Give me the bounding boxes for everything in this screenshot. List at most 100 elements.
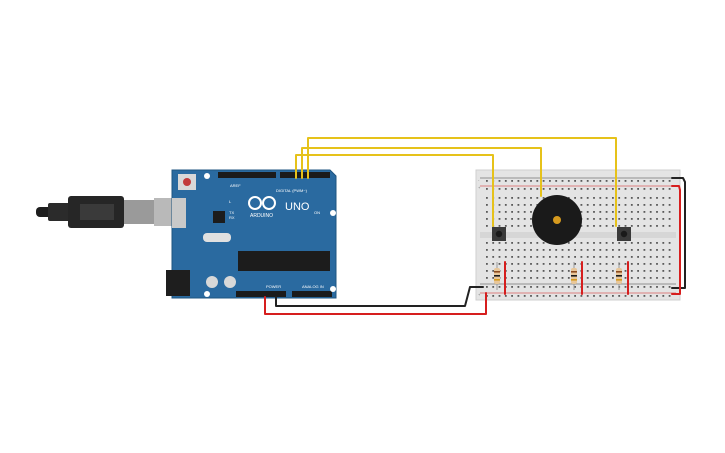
breadboard-hole	[542, 270, 545, 272]
wire-pin11-button[interactable]	[307, 137, 617, 227]
breadboard[interactable]: - + - +	[475, 169, 681, 301]
breadboard-hole	[555, 270, 558, 272]
breadboard-hole	[612, 256, 614, 258]
breadboard-hole	[530, 263, 532, 265]
breadboard-hole	[624, 256, 627, 258]
breadboard-hole	[517, 256, 520, 258]
breadboard-hole	[549, 277, 551, 279]
breadboard-hole	[542, 295, 545, 297]
breadboard-hole	[530, 225, 532, 227]
breadboard-hole	[662, 204, 665, 206]
wire-pin13-button[interactable]	[295, 154, 494, 227]
breadboard-hole	[599, 225, 602, 227]
resistor-3[interactable]	[616, 262, 622, 290]
center-channel	[480, 232, 676, 238]
usb-cable[interactable]	[36, 196, 174, 228]
breadboard-hole	[549, 256, 551, 258]
breadboard-hole	[536, 263, 539, 265]
breadboard-hole	[649, 256, 652, 258]
breadboard-hole	[523, 277, 526, 279]
breadboard-hole	[643, 225, 646, 227]
breadboard-hole	[523, 286, 526, 288]
breadboard-hole	[593, 270, 595, 272]
pushbutton-right[interactable]	[617, 227, 631, 241]
piezo-buzzer[interactable]	[532, 195, 582, 245]
resistor-1[interactable]	[494, 262, 500, 290]
breadboard-hole	[574, 249, 576, 251]
breadboard-hole	[649, 218, 652, 220]
breadboard-hole	[630, 211, 633, 213]
breadboard-hole	[498, 249, 501, 251]
breadboard-hole	[504, 295, 507, 297]
breadboard-hole	[586, 180, 589, 182]
breadboard-hole	[643, 188, 646, 190]
breadboard-hole	[612, 204, 614, 206]
breadboard-hole	[649, 197, 652, 199]
breadboard-hole	[624, 188, 627, 190]
breadboard-hole	[492, 277, 495, 279]
breadboard-hole	[586, 188, 589, 190]
arduino-uno-board[interactable]: ARDUINO UNO DIGITAL (PWM~) POWER ANALOG …	[166, 169, 337, 299]
breadboard-hole	[637, 295, 639, 297]
breadboard-hole	[586, 256, 589, 258]
resistor-2[interactable]	[571, 262, 577, 290]
breadboard-hole	[517, 277, 520, 279]
breadboard-hole	[605, 277, 608, 279]
breadboard-hole	[523, 180, 526, 182]
breadboard-hole	[580, 204, 583, 206]
breadboard-hole	[668, 218, 671, 220]
atmega-chip	[238, 251, 330, 271]
breadboard-hole	[536, 270, 539, 272]
breadboard-hole	[624, 218, 627, 220]
breadboard-hole	[662, 211, 665, 213]
wire-rail-vcc-jumper[interactable]	[671, 185, 681, 295]
breadboard-hole	[630, 277, 633, 279]
breadboard-hole	[643, 204, 646, 206]
breadboard-hole	[586, 286, 589, 288]
breadboard-hole	[643, 180, 646, 182]
breadboard-hole	[649, 180, 652, 182]
breadboard-hole	[580, 225, 583, 227]
digital-pin-label: DIGITAL (PWM~)	[276, 188, 308, 193]
breadboard-hole	[662, 188, 665, 190]
breadboard-hole	[649, 263, 652, 265]
breadboard-hole	[624, 295, 627, 297]
breadboard-hole	[523, 270, 526, 272]
breadboard-hole	[643, 249, 646, 251]
breadboard-hole	[561, 263, 564, 265]
breadboard-hole	[630, 263, 633, 265]
analog-header	[292, 291, 332, 297]
arduino-logo-icon	[248, 196, 276, 210]
breadboard-hole	[511, 211, 513, 213]
breadboard-hole	[504, 188, 507, 190]
breadboard-hole	[504, 197, 507, 199]
wire-gnd[interactable]	[275, 286, 484, 307]
breadboard-hole	[624, 225, 627, 227]
breadboard-hole	[612, 180, 614, 182]
breadboard-hole	[542, 242, 545, 244]
breadboard-hole	[668, 286, 671, 288]
breadboard-hole	[523, 295, 526, 297]
breadboard-hole	[656, 180, 658, 182]
breadboard-hole	[643, 263, 646, 265]
breadboard-hole	[656, 263, 658, 265]
breadboard-hole	[536, 180, 539, 182]
wire-pin12-buzzer[interactable]	[301, 147, 542, 197]
breadboard-hole	[523, 256, 526, 258]
breadboard-hole	[549, 180, 551, 182]
breadboard-hole	[662, 249, 665, 251]
breadboard-hole	[517, 249, 520, 251]
breadboard-hole	[530, 211, 532, 213]
breadboard-hole	[656, 225, 658, 227]
breadboard-hole	[586, 295, 589, 297]
wire-5v[interactable]	[264, 292, 487, 315]
breadboard-hole	[536, 295, 539, 297]
breadboard-hole	[530, 242, 532, 244]
breadboard-hole	[517, 286, 520, 288]
breadboard-hole	[498, 225, 501, 227]
breadboard-hole	[599, 295, 602, 297]
breadboard-hole	[504, 242, 507, 244]
breadboard-hole	[649, 211, 652, 213]
pushbutton-left[interactable]	[492, 227, 506, 241]
